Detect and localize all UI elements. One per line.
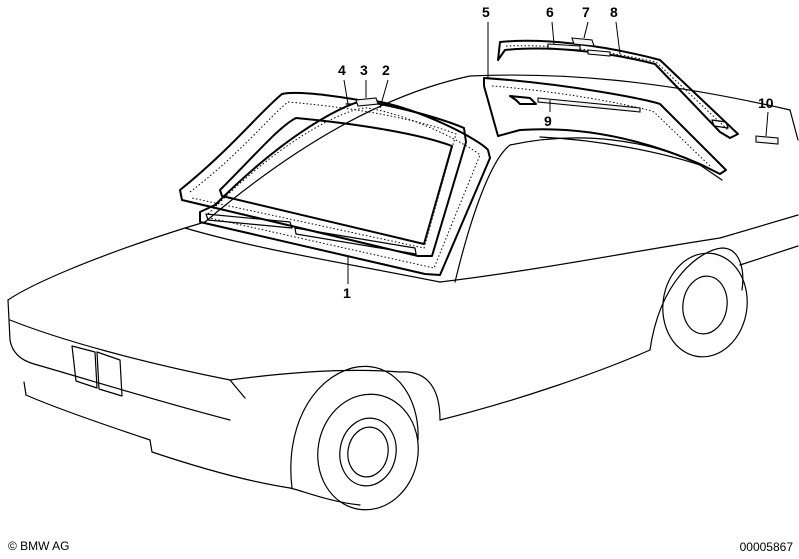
callout-3: 3 — [360, 62, 368, 78]
front-wheel — [290, 365, 419, 511]
grille-right — [96, 351, 123, 397]
callout-2: 2 — [382, 62, 390, 78]
part-9-trim — [537, 97, 729, 129]
part-8-rear-frame — [497, 39, 739, 139]
callout-1: 1 — [343, 285, 351, 301]
rear-wheel — [649, 247, 748, 358]
callout-5: 5 — [482, 4, 490, 20]
callout-labels: 1 2 3 4 5 6 7 8 9 10 — [338, 4, 774, 301]
part-2-windshield-frame — [179, 91, 467, 257]
car-body — [7, 74, 799, 506]
part-5-rear-window-seal — [483, 77, 727, 175]
callout-10: 10 — [758, 95, 774, 111]
part-10-clip — [755, 135, 779, 145]
callout-leaders — [343, 21, 769, 284]
callout-4: 4 — [338, 62, 346, 78]
callout-6: 6 — [546, 4, 554, 20]
part-6-trim — [547, 43, 581, 51]
callout-8: 8 — [610, 4, 618, 20]
grille-left — [71, 345, 98, 389]
drawing-number: 00005867 — [739, 540, 793, 554]
part-7-clip — [571, 37, 611, 57]
part-1-windshield-seal — [199, 98, 491, 276]
part-3-clip — [355, 97, 379, 107]
callout-7: 7 — [582, 4, 590, 20]
copyright-notice: © BMW AG — [8, 539, 70, 553]
callout-9: 9 — [544, 113, 552, 129]
